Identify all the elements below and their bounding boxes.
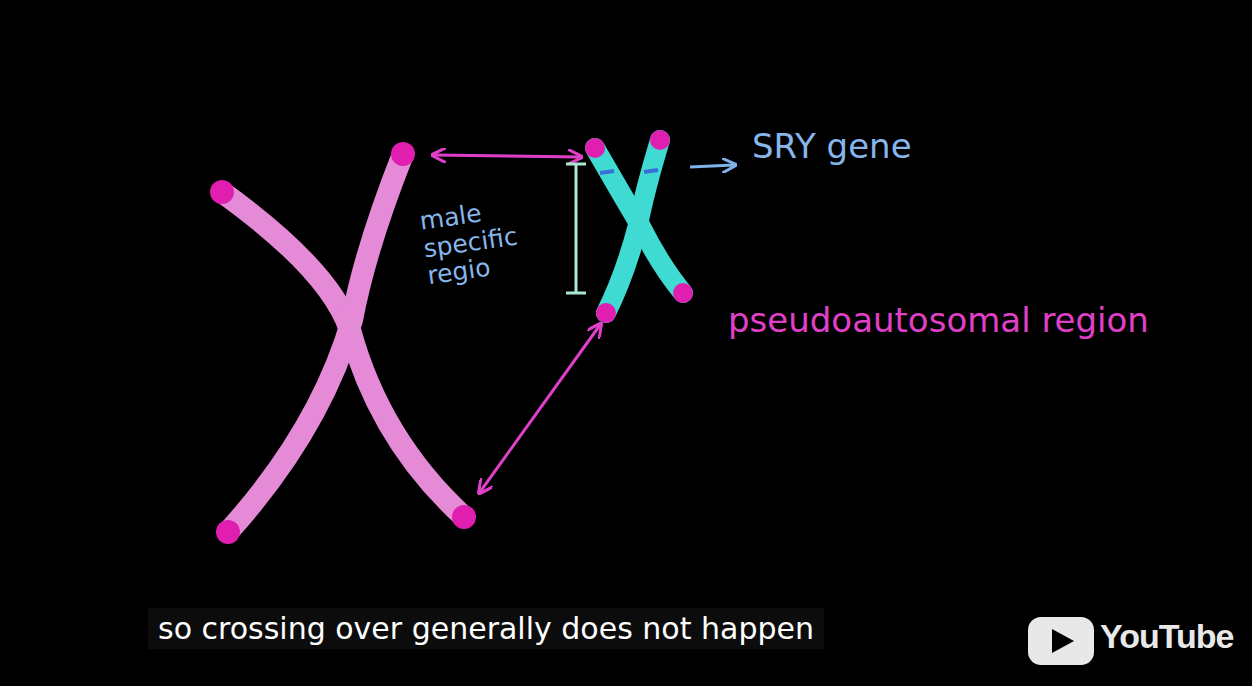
x-chromosome xyxy=(210,142,476,544)
play-icon xyxy=(1028,617,1094,665)
x-arm xyxy=(228,154,403,532)
play-triangle xyxy=(1052,629,1074,653)
telomere xyxy=(391,142,415,166)
region-label: pseudoautosomal region xyxy=(728,302,1149,339)
subtitle-caption: so crossing over generally does not happ… xyxy=(158,612,814,645)
telomere xyxy=(216,520,240,544)
telomere xyxy=(585,138,605,158)
watermark: YouTube xyxy=(1100,618,1233,655)
telomere xyxy=(673,283,693,303)
gene-band xyxy=(600,171,614,173)
y-chromosome xyxy=(585,130,693,323)
region-bracket xyxy=(566,164,586,293)
gene-band xyxy=(644,170,658,172)
y-arm xyxy=(606,140,660,313)
telomere xyxy=(596,303,616,323)
gene-label: SRY gene xyxy=(752,128,912,165)
telomere xyxy=(650,130,670,150)
region-label: male specific regio xyxy=(418,192,540,289)
pointer-arrow xyxy=(690,165,734,167)
telomere xyxy=(210,180,234,204)
telomere xyxy=(452,505,476,529)
caption-ground xyxy=(148,608,824,649)
pairing-arrow xyxy=(434,155,580,157)
pairing-arrow xyxy=(480,325,600,492)
